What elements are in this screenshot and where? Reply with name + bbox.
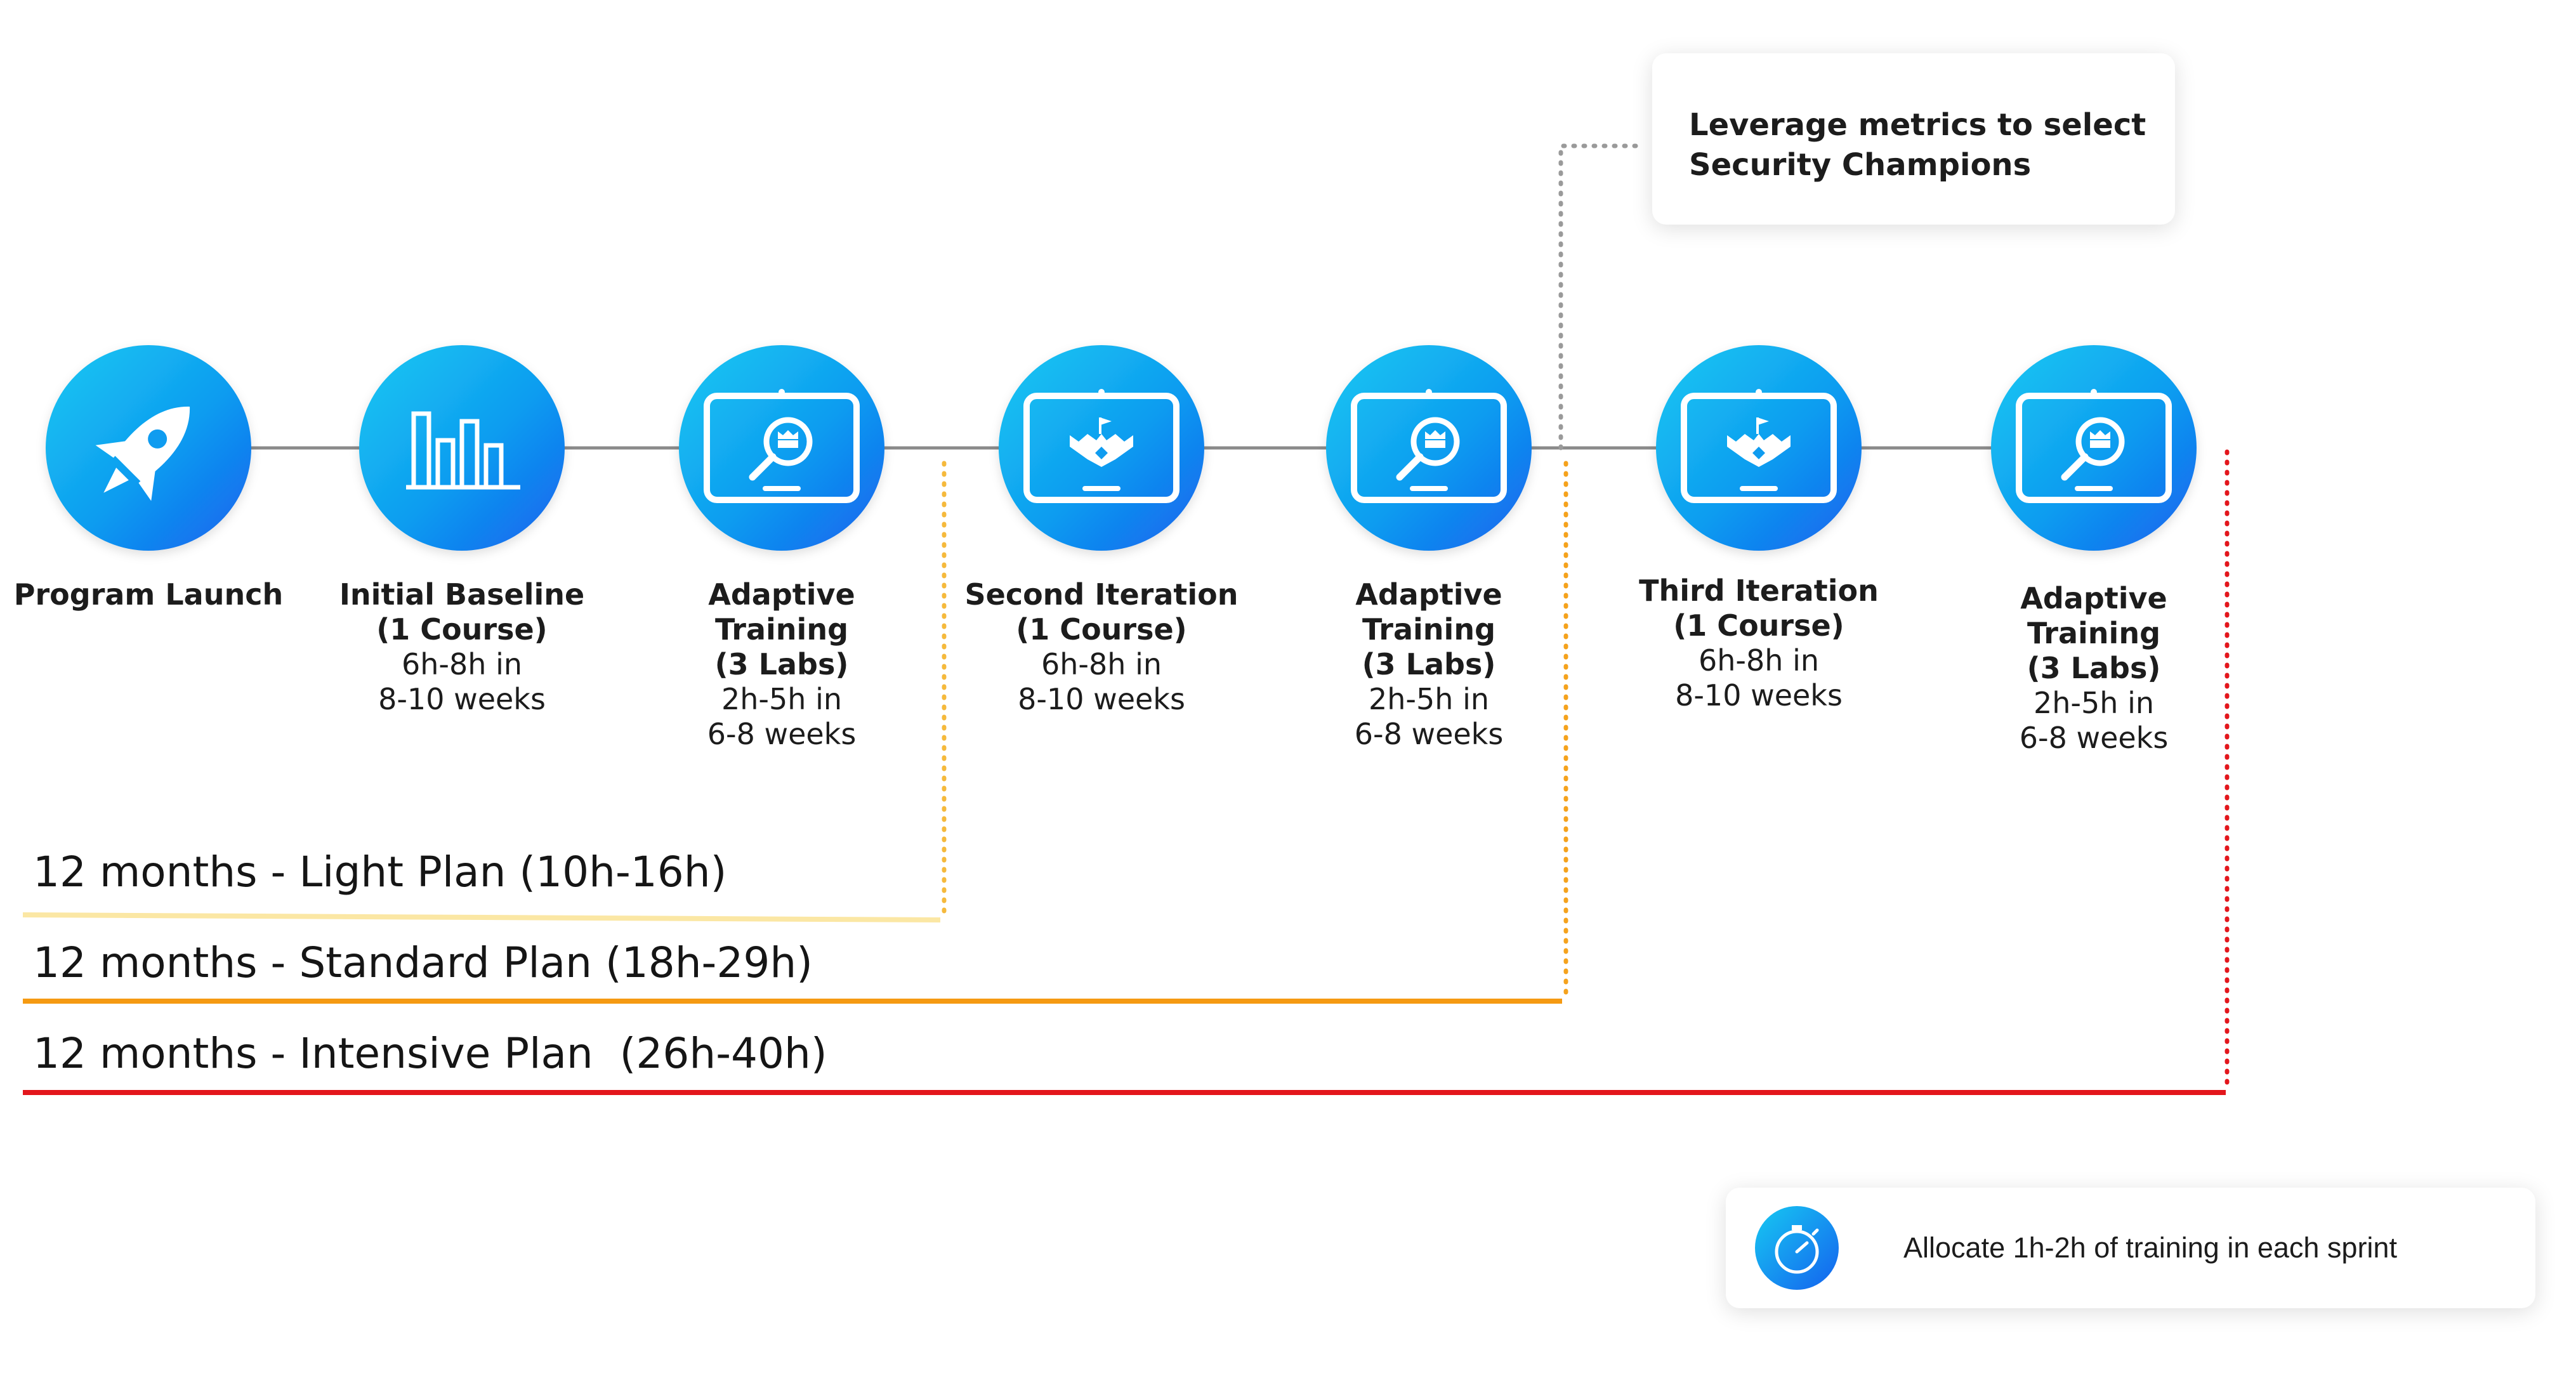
step-title-line: Second Iteration [964,577,1239,612]
step-circle-adaptive-training-1 [679,345,884,551]
step-label-program-launch: Program Launch [3,577,294,612]
step-title-line: Training [714,612,848,646]
plan-underline-light [22,912,941,922]
step-title-line: (1 Course) [1016,612,1187,646]
callout-line-2: Security Champions [1689,147,2032,183]
step-circle-third-iteration [1656,345,1862,551]
step-title-line: Program Launch [13,577,284,612]
plan-label-standard: 12 months - Standard Plan (18h-29h) [33,938,813,987]
step-label-third-iteration: Third Iteration (1 Course) 6h-8h in 8-10… [1613,574,1905,713]
sprint-callout: Allocate 1h-2h of training in each sprin… [1726,1188,2535,1308]
step-detail-line: 6-8 weeks [707,717,857,751]
monitor-magnifier-icon [704,389,860,503]
callout-connector [1558,143,1646,450]
sprint-callout-text: Allocate 1h-2h of training in each sprin… [1903,1231,2397,1264]
step-detail-line: 8-10 weeks [1675,678,1843,712]
monitor-castle-icon [1681,389,1837,503]
step-label-second-iteration: Second Iteration (1 Course) 6h-8h in 8-1… [956,577,1247,717]
plan-label-intensive: 12 months - Intensive Plan (26h-40h) [33,1029,827,1078]
step-title-line: Adaptive [2020,581,2167,615]
step-detail-line: 2h-5h in [721,682,842,716]
step-circle-adaptive-training-3 [1991,345,2197,551]
step-title-line: Adaptive [708,577,855,612]
step-title-line: Training [2027,616,2160,650]
step-title-line: (3 Labs) [1362,647,1496,681]
monitor-magnifier-icon [1351,389,1507,503]
step-title-line: Adaptive [1355,577,1502,612]
step-detail-line: 2h-5h in [2034,686,2154,720]
step-detail-line: 6h-8h in [402,647,522,681]
monitor-magnifier-icon [2016,389,2172,503]
rocket-icon [95,406,190,501]
step-label-initial-baseline: Initial Baseline (1 Course) 6h-8h in 8-1… [316,577,608,717]
step-label-adaptive-training-1: Adaptive Training (3 Labs) 2h-5h in 6-8 … [636,577,928,752]
step-title-line: (1 Course) [376,612,548,646]
step-label-adaptive-training-3: Adaptive Training (3 Labs) 2h-5h in 6-8 … [1948,581,2240,756]
stopwatch-icon [1755,1206,1839,1290]
step-title-line: Training [1362,612,1495,646]
step-detail-line: 6h-8h in [1041,647,1162,681]
step-title-line: (1 Course) [1673,608,1844,643]
step-title-line: Initial Baseline [339,577,585,612]
security-champions-callout: Leverage metrics to select Security Cham… [1652,53,2175,225]
step-detail-line: 6-8 weeks [1354,717,1504,751]
plan-label-light: 12 months - Light Plan (10h-16h) [33,848,727,896]
step-title-line: (3 Labs) [2027,651,2161,685]
step-detail-line: 2h-5h in [1369,682,1489,716]
step-detail-line: 6-8 weeks [2019,721,2169,755]
bar-chart-icon [406,411,520,490]
step-title-line: Third Iteration [1639,574,1879,608]
step-circle-program-launch [46,345,251,551]
monitor-castle-icon [1023,389,1180,503]
step-circle-initial-baseline [359,345,565,551]
step-circle-second-iteration [999,345,1204,551]
step-title-line: (3 Labs) [714,647,849,681]
step-detail-line: 8-10 weeks [1018,682,1185,716]
callout-line-1: Leverage metrics to select [1689,107,2146,143]
step-circle-adaptive-training-2 [1326,345,1532,551]
step-label-adaptive-training-2: Adaptive Training (3 Labs) 2h-5h in 6-8 … [1283,577,1575,752]
step-detail-line: 8-10 weeks [378,682,546,716]
step-detail-line: 6h-8h in [1699,643,1819,678]
